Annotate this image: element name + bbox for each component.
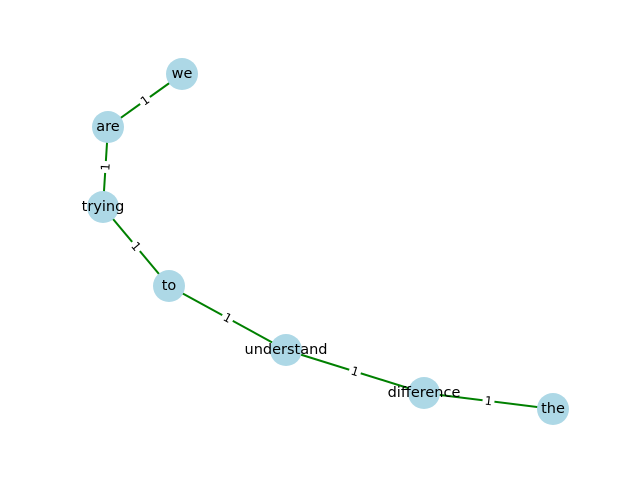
edge-label-bg: [126, 237, 146, 256]
edge-label-difference-the: 1: [481, 393, 496, 409]
edge-weight-label: 1: [98, 163, 112, 171]
edge-label-bg: [218, 308, 237, 328]
nodes-layer: we are trying to understand difference the: [82, 58, 569, 425]
node-label-the: the: [541, 401, 565, 417]
node-label-to: to: [162, 278, 177, 294]
edge-label-trying-to: 1: [126, 237, 146, 256]
node-circle-we: [166, 58, 198, 90]
edges-layer: [102, 73, 554, 410]
node-label-understand: understand: [245, 342, 328, 358]
node-label-trying: trying: [82, 199, 125, 215]
node-trying: trying: [82, 191, 125, 223]
edge-label-bg: [98, 160, 113, 174]
edge-label-to-understand: 1: [218, 308, 237, 328]
edge-label-bg: [136, 91, 154, 110]
node-the: the: [537, 393, 569, 425]
node-difference: difference: [388, 377, 461, 409]
node-to: to: [153, 270, 185, 302]
node-label-are: are: [96, 119, 120, 135]
node-circle-are: [92, 111, 124, 143]
node-are: are: [92, 111, 124, 143]
node-circle-understand: [270, 334, 302, 366]
node-label-difference: difference: [388, 385, 461, 401]
node-understand: understand: [245, 334, 328, 366]
node-circle-to: [153, 270, 185, 302]
node-circle-trying: [87, 191, 119, 223]
node-we: we: [166, 58, 198, 90]
edge-label-we-are: 1: [136, 91, 154, 110]
edge-weight-label: 1: [349, 364, 360, 380]
edge-labels-layer: 1 1 1 1 1 1: [98, 91, 496, 409]
edge-label-bg: [481, 393, 496, 409]
node-circle-the: [537, 393, 569, 425]
node-label-we: we: [172, 66, 193, 82]
edge-label-bg: [347, 363, 363, 380]
node-circle-difference: [408, 377, 440, 409]
edge-label-understand-difference: 1: [347, 363, 363, 380]
edge-label-are-trying: 1: [98, 160, 113, 174]
edge-weight-label: 1: [484, 394, 493, 409]
